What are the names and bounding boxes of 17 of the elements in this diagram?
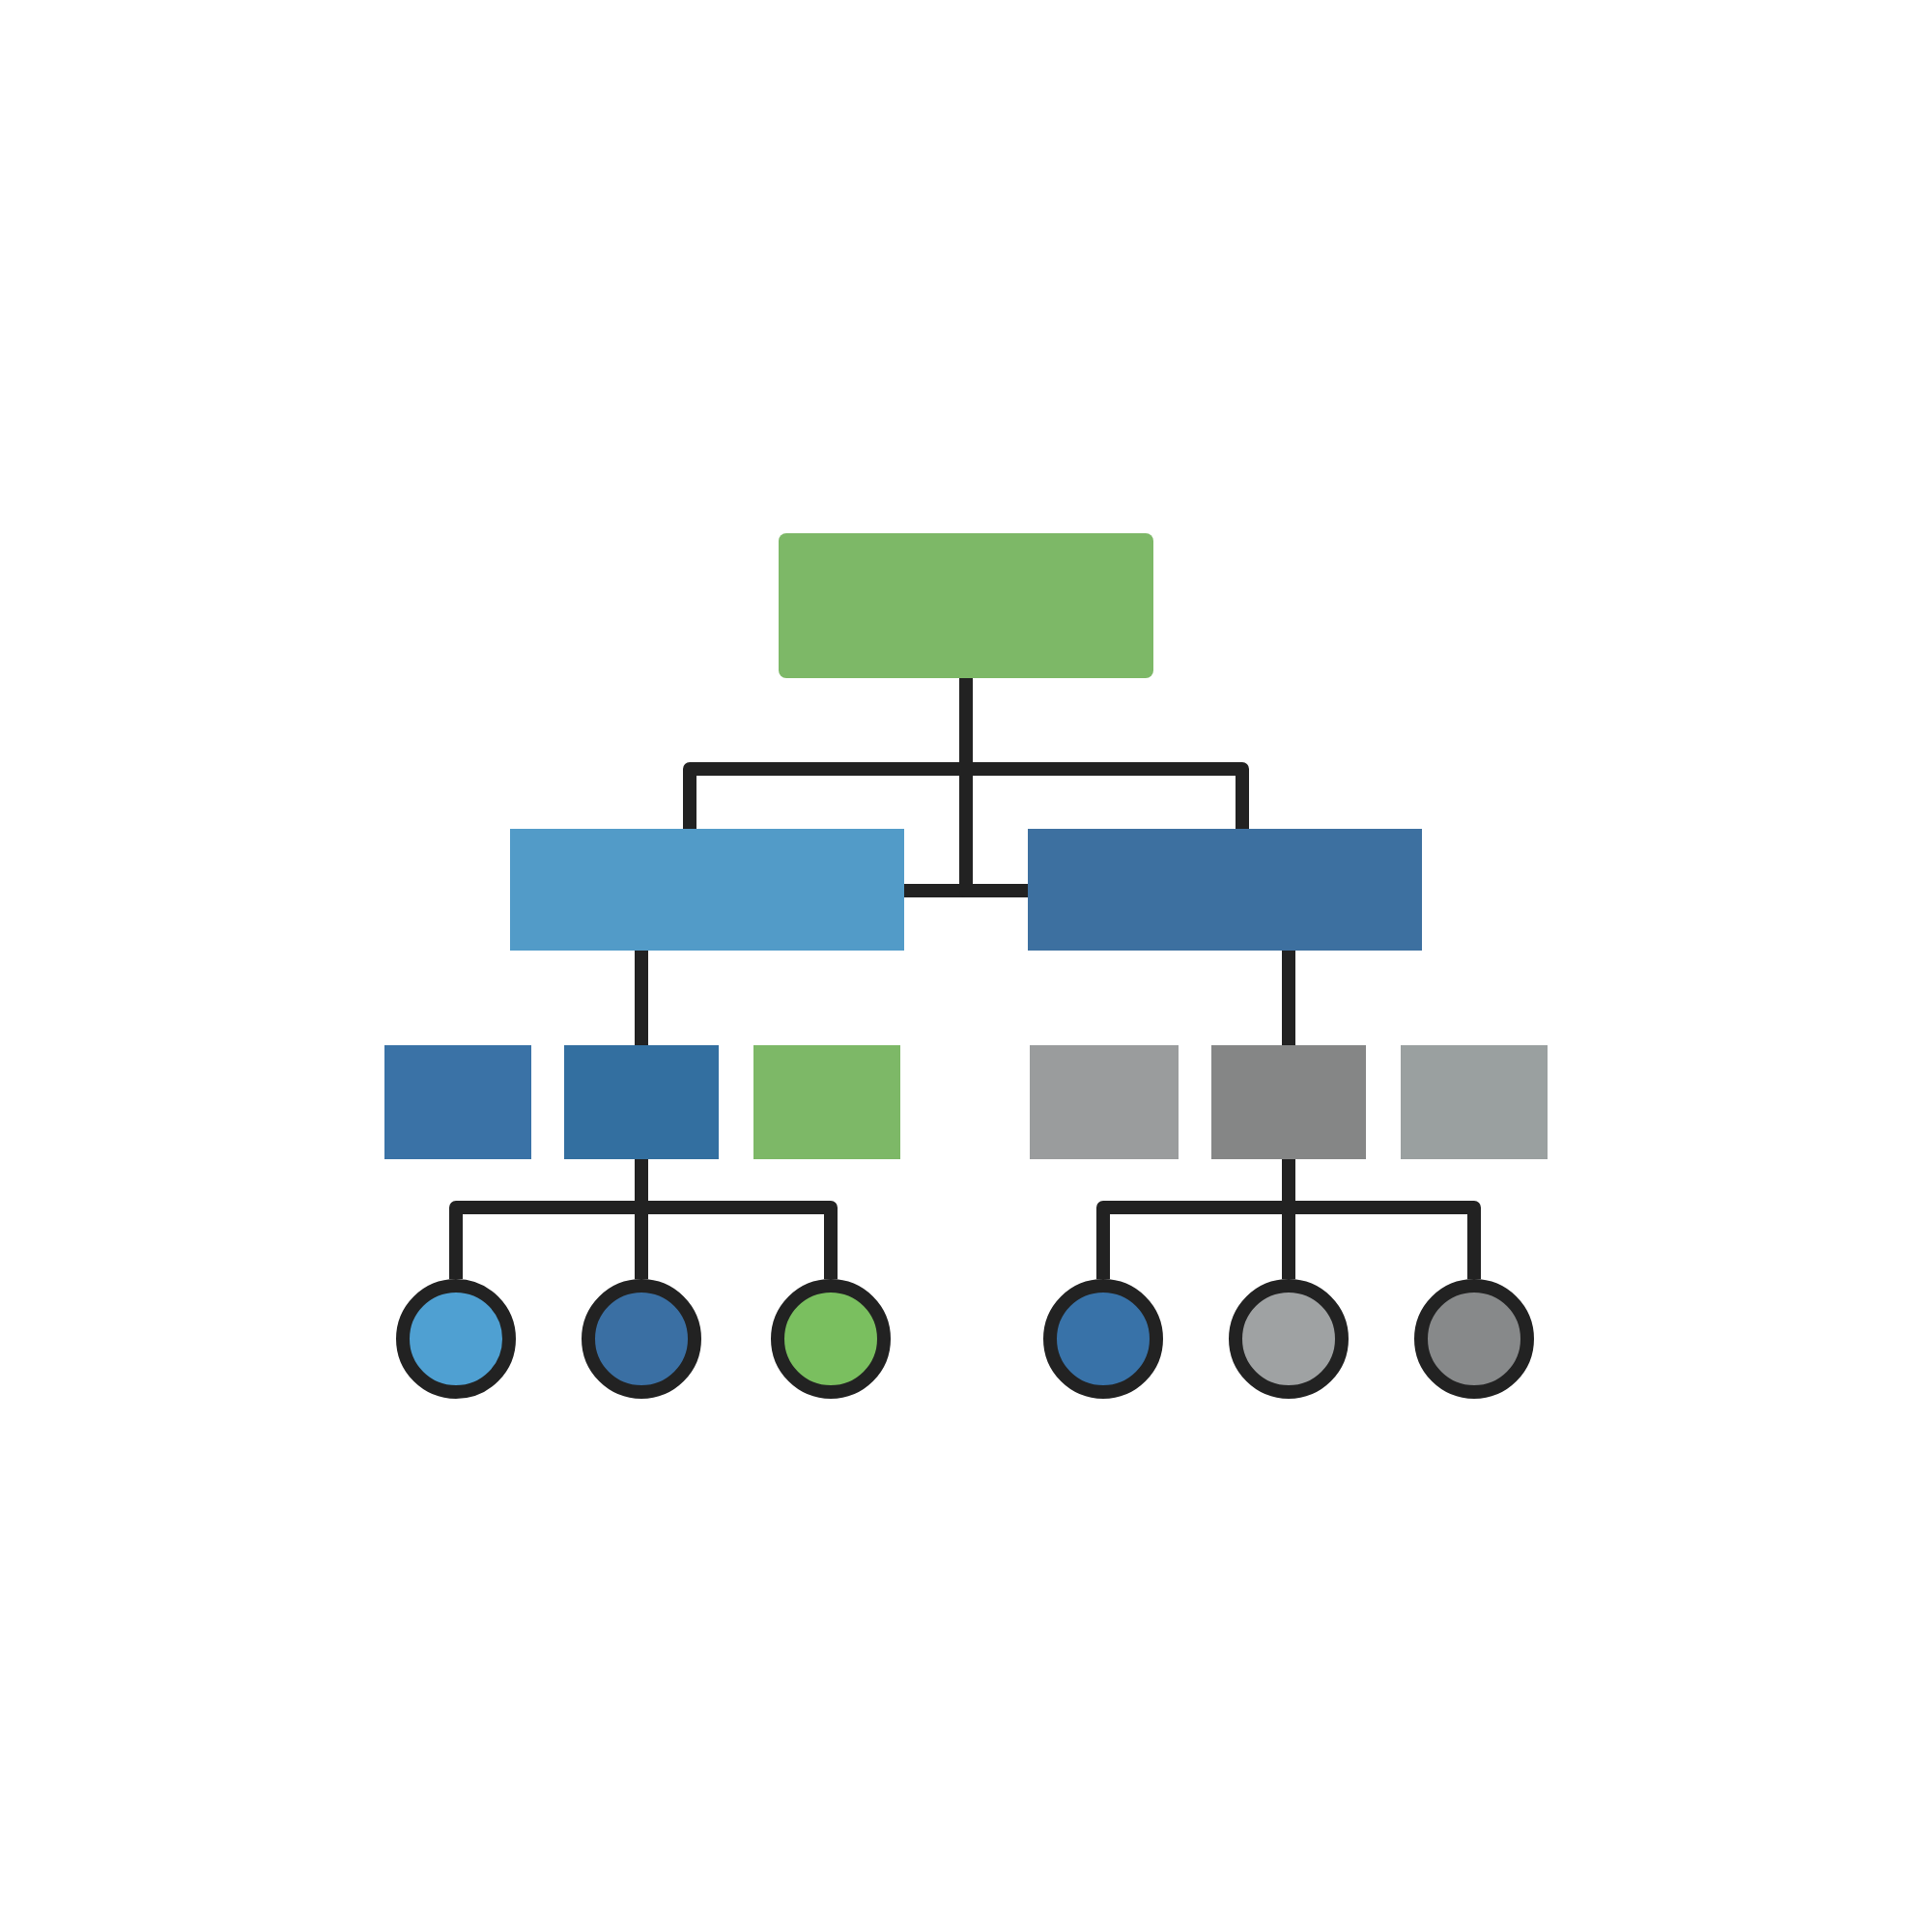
org-chart-circle	[1229, 1279, 1349, 1399]
org-chart-box	[1030, 1045, 1179, 1159]
org-chart-box	[510, 829, 904, 951]
org-chart-box	[1211, 1045, 1366, 1159]
org-chart-circle	[771, 1279, 891, 1399]
org-chart-circle	[1043, 1279, 1163, 1399]
org-chart-circle	[396, 1279, 516, 1399]
org-chart-box	[779, 533, 1153, 678]
org-chart-box	[1028, 829, 1422, 951]
connector-line	[1282, 951, 1295, 1045]
org-chart-box	[564, 1045, 719, 1159]
org-chart-circle	[1414, 1279, 1534, 1399]
connector-line	[635, 951, 648, 1045]
org-chart-circle	[582, 1279, 701, 1399]
org-chart-box	[1401, 1045, 1548, 1159]
org-chart-box	[384, 1045, 531, 1159]
org-chart-box	[753, 1045, 900, 1159]
